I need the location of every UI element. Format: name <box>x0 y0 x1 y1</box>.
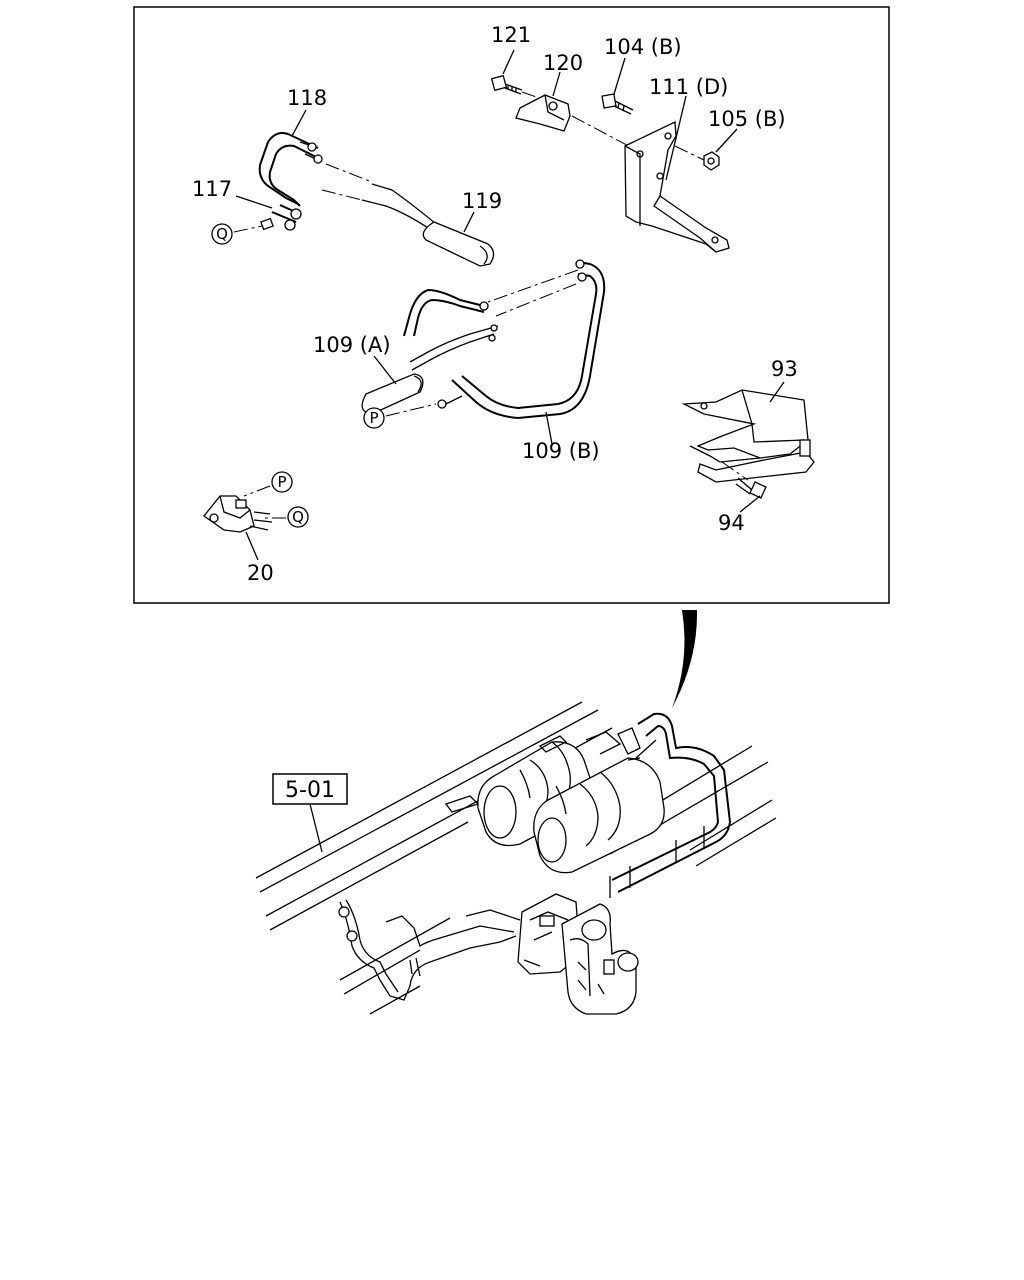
bracket-111d <box>624 121 730 253</box>
connector-p-left <box>363 403 437 429</box>
vehicle-overview <box>255 701 777 1015</box>
connector-p-bottom-label: P <box>277 473 286 491</box>
part-label-20: 20 <box>247 561 274 585</box>
part-label-119: 119 <box>462 189 502 213</box>
reference-box <box>272 773 348 853</box>
bolt-94 <box>721 461 767 499</box>
detail-frame <box>133 6 890 604</box>
connector-q-left <box>211 217 274 245</box>
part-label-105b: 105 (B) <box>708 107 786 131</box>
part-label-94: 94 <box>718 511 745 535</box>
sensor-20 <box>203 495 273 533</box>
part-label-117: 117 <box>192 177 232 201</box>
callout-pointer <box>672 610 698 708</box>
part-label-120: 120 <box>543 51 583 75</box>
harness-109 <box>361 259 606 420</box>
bolt-121 <box>490 74 523 95</box>
connector-p-bottom <box>243 471 293 497</box>
part-label-104b: 104 (B) <box>604 35 682 59</box>
part-label-109b: 109 (B) <box>522 439 600 463</box>
connector-q-bottom-label: Q <box>292 508 304 526</box>
reference-label: 5-01 <box>285 778 335 803</box>
connector-p-left-label: P <box>369 409 378 427</box>
part-label-121: 121 <box>491 23 531 47</box>
connector-q-left-label: Q <box>216 225 228 243</box>
part-label-109a: 109 (A) <box>313 333 391 357</box>
cover-93 <box>681 389 815 483</box>
nut-105b <box>703 151 720 171</box>
harness-119 <box>321 163 495 267</box>
part-label-93: 93 <box>771 357 798 381</box>
pipe-118 <box>258 132 323 231</box>
bolt-104b <box>601 93 634 115</box>
part-label-118: 118 <box>287 86 327 110</box>
part-label-111d: 111 (D) <box>649 75 728 99</box>
connector-q-bottom <box>262 506 309 528</box>
clip-120 <box>515 94 571 132</box>
